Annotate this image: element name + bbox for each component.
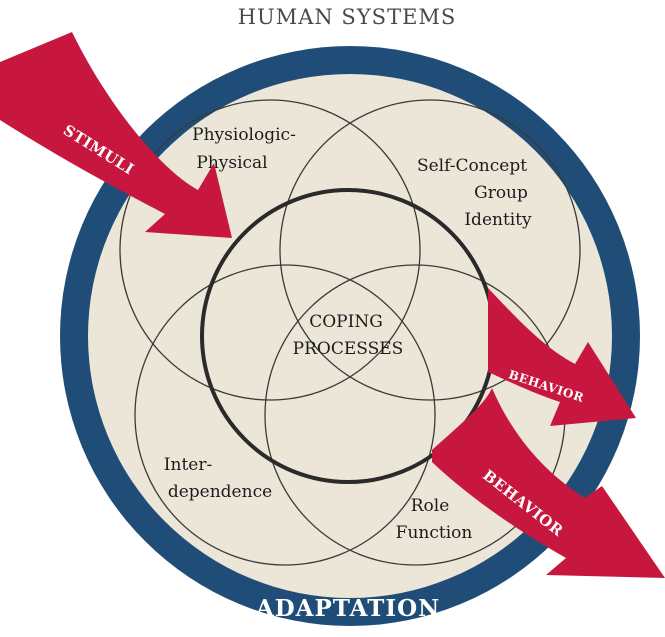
svg-text:Physical: Physical — [196, 153, 267, 173]
svg-text:Inter-: Inter- — [164, 455, 212, 475]
svg-text:Self-Concept: Self-Concept — [417, 156, 527, 176]
behavior-arrow-upper-shape — [488, 288, 636, 426]
diagram-title: HUMAN SYSTEMS — [238, 5, 457, 29]
stimuli-arrow-shape — [0, 32, 232, 238]
adaptation-label: ADAPTATION — [255, 595, 440, 622]
svg-text:Physiologic-: Physiologic- — [192, 125, 296, 145]
mode-circle-physiologic — [119, 99, 421, 401]
svg-text:Group: Group — [474, 183, 528, 203]
svg-text:COPING: COPING — [309, 312, 383, 332]
role-function-label: Role Function — [396, 496, 473, 543]
interdependence-label: Inter- dependence — [164, 455, 272, 502]
behavior-arrow-lower-shape — [432, 388, 665, 578]
mode-circle-interdependence — [134, 264, 436, 566]
mode-circles — [119, 99, 581, 566]
svg-text:PROCESSES: PROCESSES — [293, 339, 404, 359]
mode-circle-self-concept — [279, 99, 581, 401]
svg-text:Identity: Identity — [464, 210, 532, 230]
svg-text:Role: Role — [411, 496, 450, 516]
svg-text:Function: Function — [396, 523, 473, 543]
self-concept-label: Self-Concept Group Identity — [417, 156, 532, 230]
coping-processes-label: COPING PROCESSES — [293, 312, 404, 359]
svg-text:dependence: dependence — [168, 482, 272, 502]
